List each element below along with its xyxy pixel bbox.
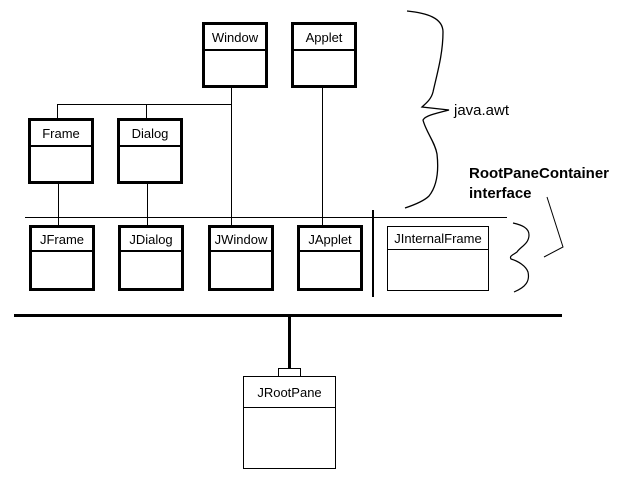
connector-dialog-stub-v [146, 104, 147, 119]
class-box-jrootpane: JRootPane [243, 376, 336, 469]
class-box-jframe: JFrame [29, 225, 95, 291]
class-name-label: JRootPane [257, 384, 322, 400]
class-box-window: Window [202, 22, 268, 88]
class-name-label: Applet [305, 29, 343, 45]
connector-window-jwindow-v [231, 88, 232, 225]
connector-frame-jframe-v [58, 184, 59, 225]
class-name-label: JInternalFrame [394, 230, 482, 246]
connector-applet-japplet-v [322, 88, 323, 225]
connector-window-children-h [57, 104, 232, 105]
class-title-compartment: JFrame [32, 228, 92, 252]
java-awt-label: java.awt [454, 102, 510, 119]
interface-brace [509, 222, 530, 293]
class-name-label: JWindow [214, 231, 268, 247]
class-name-label: JApplet [308, 231, 352, 247]
class-title-compartment: Applet [294, 25, 354, 51]
java-awt-brace [404, 10, 450, 209]
class-title-compartment: Window [205, 25, 265, 51]
class-title-compartment: JWindow [211, 228, 271, 252]
connector-frame-stub-v [57, 104, 58, 119]
class-name-label: Frame [42, 125, 80, 141]
class-box-japplet: JApplet [297, 225, 363, 291]
class-box-jwindow: JWindow [208, 225, 274, 291]
class-title-compartment: JApplet [300, 228, 360, 252]
class-box-jdialog: JDialog [118, 225, 184, 291]
class-box-frame: Frame [28, 118, 94, 184]
jinternalframe-divider-v [372, 210, 374, 297]
class-title-compartment: JDialog [121, 228, 181, 252]
class-name-label: JDialog [129, 231, 173, 247]
class-box-dialog: Dialog [117, 118, 183, 184]
interface-pointer-line [543, 196, 564, 258]
class-box-applet: Applet [291, 22, 357, 88]
rootpane-separator-thick-h [14, 314, 562, 317]
connector-dialog-jdialog-v [147, 184, 148, 225]
class-name-label: Dialog [131, 125, 169, 141]
class-title-compartment: Dialog [120, 121, 180, 147]
class-box-jinternalframe: JInternalFrame [387, 226, 489, 291]
jrootpane-connector-v [288, 317, 291, 368]
class-title-compartment: JInternalFrame [388, 227, 488, 250]
interface-label: interface [469, 185, 532, 202]
class-title-compartment: Frame [31, 121, 91, 147]
class-name-label: JFrame [39, 231, 85, 247]
class-title-compartment: JRootPane [244, 377, 335, 408]
swing-row-separator-h [25, 217, 507, 218]
rootpane-container-label: RootPaneContainer [469, 165, 610, 182]
class-name-label: Window [211, 29, 259, 45]
